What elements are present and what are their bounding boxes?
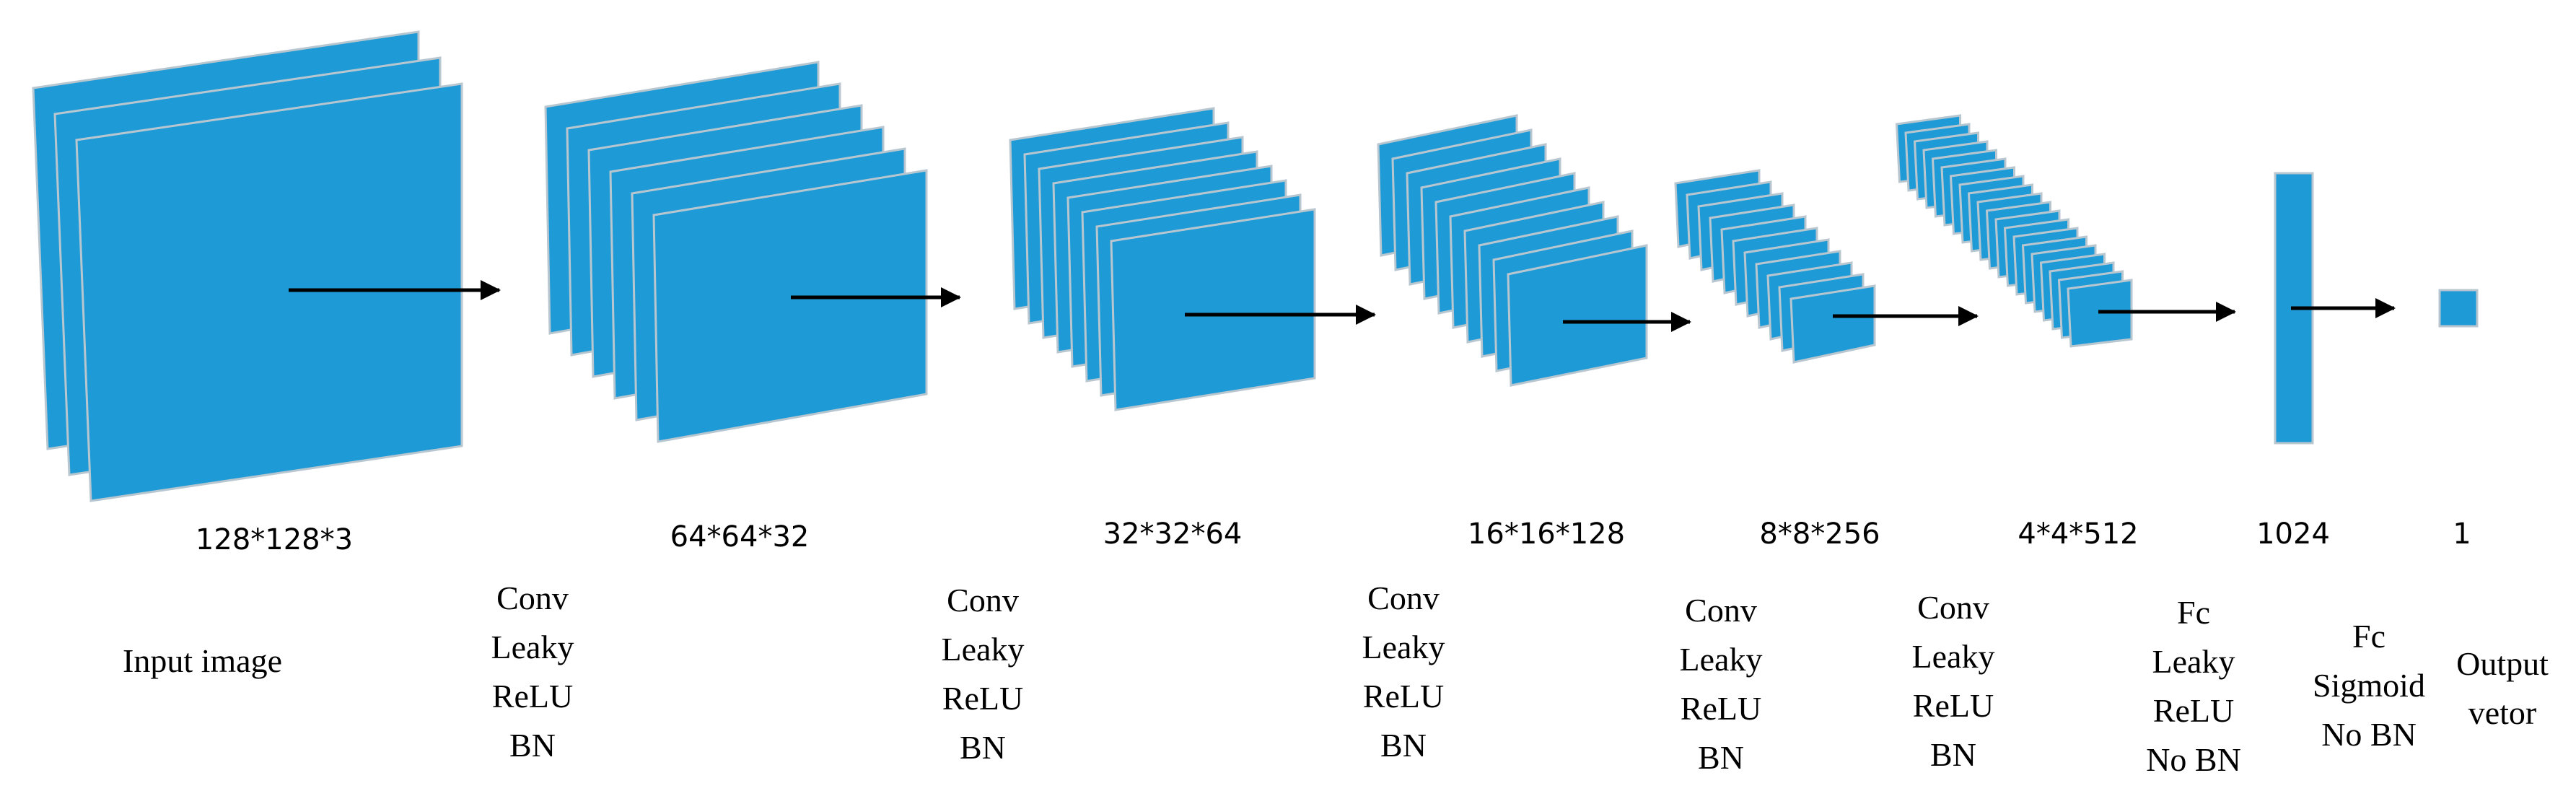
dim-label-output: 1 (2453, 517, 2471, 551)
op-label-3: Conv Leaky ReLU BN (1362, 574, 1445, 770)
feature-map-slab (75, 82, 463, 502)
dim-label-layer2: 32*32*64 (1103, 517, 1243, 551)
op-line: BN (960, 729, 1006, 766)
op-line: No BN (2321, 716, 2417, 753)
op-line: ReLU (1912, 687, 1994, 724)
op-line: Conv (1685, 592, 1757, 629)
op-line: ReLU (491, 678, 574, 714)
stack-layer1 (544, 61, 928, 443)
op-line: Output (2456, 645, 2549, 682)
dim-label-layer3: 16*16*128 (1467, 517, 1626, 551)
dim-label-fc: 1024 (2256, 517, 2330, 551)
op-label-6: Fc Leaky ReLU No BN (2146, 588, 2241, 785)
op-line: Conv (496, 580, 569, 616)
op-line: Leaky (1679, 641, 1763, 678)
op-line: BN (1930, 736, 1976, 773)
op-line: BN (1380, 727, 1427, 764)
op-line: Conv (1917, 589, 1989, 626)
dim-label-layer4: 8*8*256 (1759, 517, 1880, 551)
op-label-2: Conv Leaky ReLU BN (942, 576, 1025, 772)
op-label-1: Conv Leaky ReLU BN (491, 574, 574, 770)
op-label-4: Conv Leaky ReLU BN (1680, 586, 1763, 782)
feature-map-slab (1789, 284, 1876, 364)
op-line: Sigmoid (2313, 667, 2425, 704)
op-line: Leaky (1911, 638, 1995, 675)
input-image-label: Input image (123, 642, 282, 679)
op-line: BN (509, 727, 556, 764)
op-line: Conv (1367, 580, 1440, 616)
feature-map-slab (1507, 244, 1648, 387)
op-label-7: Fc Sigmoid No BN (2313, 612, 2425, 759)
op-line: Conv (947, 582, 1019, 619)
dim-label-layer1: 64*64*32 (670, 520, 810, 554)
dim-label-layer5: 4*4*512 (2018, 517, 2139, 551)
op-line: Leaky (941, 631, 1025, 668)
op-label-5: Conv Leaky ReLU BN (1912, 583, 1995, 779)
op-line: Fc (2352, 618, 2386, 655)
op-line: Leaky (1362, 629, 1445, 665)
dim-label-input: 128*128*3 (195, 523, 354, 556)
stack-input (32, 30, 463, 502)
op-label-8: Output vetor (2456, 639, 2549, 738)
stack-layer2 (1009, 107, 1316, 411)
op-line: vetor (2468, 694, 2537, 731)
stack-layer5 (1895, 114, 2133, 348)
op-line: Fc (2177, 594, 2210, 631)
op-line: ReLU (2152, 692, 2235, 729)
op-line: ReLU (1362, 678, 1445, 714)
op-line: No BN (2146, 741, 2241, 778)
op-line: ReLU (1680, 690, 1762, 727)
stack-layer3 (1377, 114, 1648, 387)
stack-layer4 (1674, 169, 1876, 364)
op-line: BN (1698, 739, 1744, 776)
feature-map-slab (1110, 208, 1316, 411)
feature-map-slab (652, 169, 928, 443)
op-line: Leaky (2152, 643, 2235, 680)
op-line: Leaky (491, 629, 574, 665)
op-line: ReLU (942, 680, 1024, 717)
output-unit-square (2438, 289, 2479, 328)
